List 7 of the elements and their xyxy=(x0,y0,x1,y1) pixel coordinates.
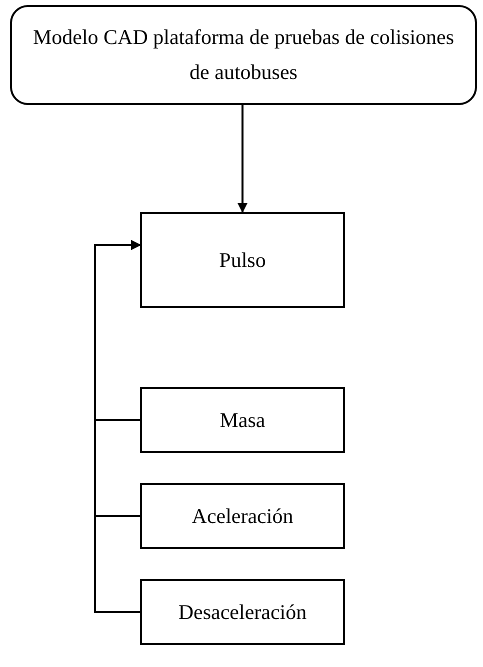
arrow xyxy=(238,105,248,213)
title-box: Modelo CAD plataforma de pruebas de colisiones de autobuses xyxy=(10,5,477,105)
arrow xyxy=(94,240,141,613)
process-box: Masa xyxy=(140,387,345,453)
process-box: Desaceleración xyxy=(140,579,345,645)
process-box: Aceleración xyxy=(140,483,345,549)
process-box: Pulso xyxy=(140,212,345,308)
